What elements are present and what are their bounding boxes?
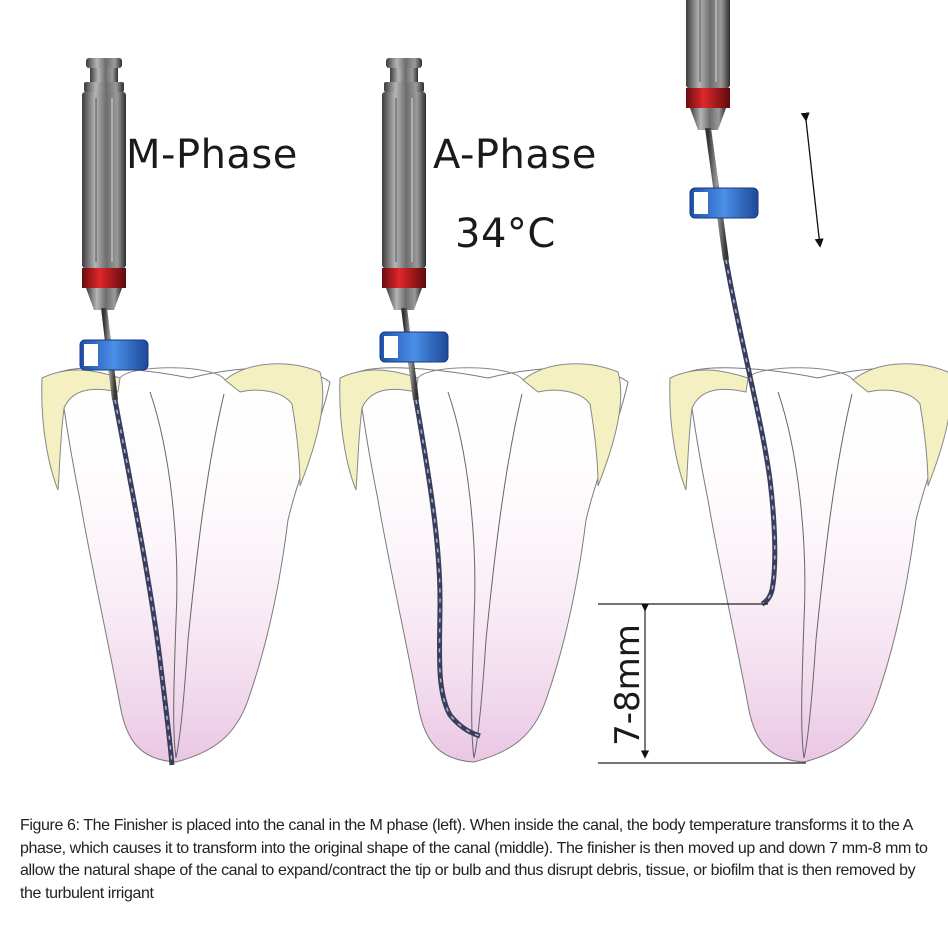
instrument-right [685,0,778,607]
motion-arrow [800,112,824,248]
figure-illustration: M-Phase A-Phase 34°C 7-8mm [41,0,948,766]
a-phase-label: A-Phase [433,132,597,178]
distance-label: 7-8mm [603,624,653,746]
tooth-right [669,363,948,763]
instrument-middle [379,57,481,739]
dimension-marker [598,603,806,764]
temperature-label: 34°C [455,211,556,257]
tooth-left [41,363,331,763]
m-phase-label: M-Phase [126,132,298,178]
tooth-middle [339,363,629,763]
distance-label-text: 7-8mm [608,624,648,746]
instrument-left [79,57,175,766]
figure-caption: Figure 6: The Finisher is placed into th… [20,817,928,902]
